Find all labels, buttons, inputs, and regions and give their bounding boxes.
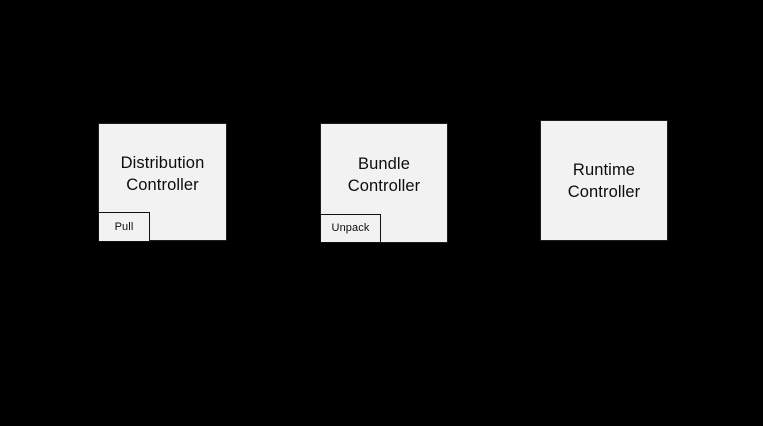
node-runtime-controller[interactable]: Runtime Controller [540, 120, 668, 241]
subnode-unpack[interactable]: Unpack [320, 214, 381, 243]
subnode-unpack-label: Unpack [331, 222, 370, 234]
subnode-pull-label: Pull [114, 220, 134, 233]
node-bundle-controller-label: Bundle Controller [347, 155, 421, 195]
node-distribution-controller-label: Distribution Controller [120, 154, 205, 194]
subnode-pull[interactable]: Pull [98, 212, 150, 242]
node-runtime-controller-label: Runtime Controller [567, 160, 641, 201]
